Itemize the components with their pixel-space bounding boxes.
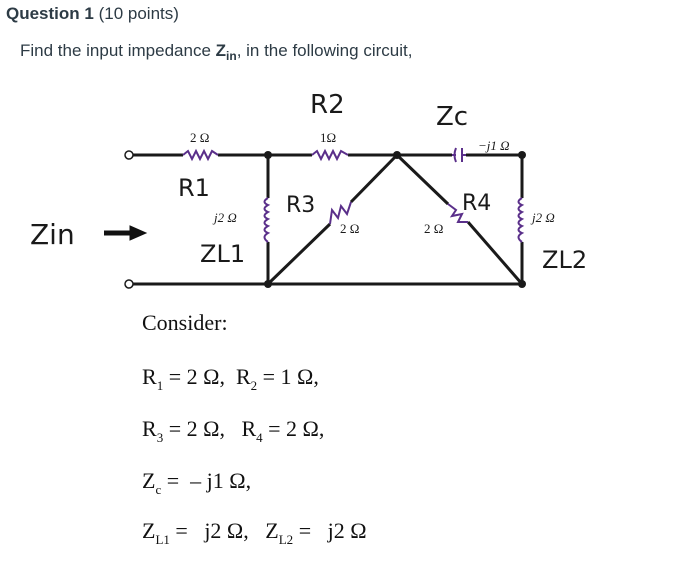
prompt-text-after: , in the following circuit, bbox=[236, 41, 413, 60]
input-arrow bbox=[104, 225, 148, 241]
zl2-inductor bbox=[517, 197, 525, 243]
consider-heading: Consider: bbox=[142, 310, 228, 335]
r1-symbol: R bbox=[142, 364, 157, 389]
r2-resistor bbox=[311, 148, 349, 162]
zl1-symbol: Z bbox=[142, 518, 156, 543]
r2-label: R2 bbox=[310, 90, 345, 120]
r1-resistor bbox=[182, 148, 219, 162]
r4-label: R4 bbox=[462, 191, 491, 216]
zc-label: Zc bbox=[436, 102, 468, 132]
consider-line-3: Zc = – j1 Ω, bbox=[142, 468, 252, 497]
question-header: Question 1 (10 points) bbox=[6, 4, 179, 24]
node-bottom-right bbox=[518, 280, 526, 288]
consider-line-2: R3 = 2 Ω, R4 = 2 Ω, bbox=[142, 416, 325, 445]
r3-symbol: R bbox=[142, 416, 157, 441]
zc-subscript: c bbox=[155, 482, 162, 497]
input-terminal-top bbox=[124, 150, 134, 160]
r4-value: 2 Ω bbox=[424, 221, 443, 236]
prompt-subscript: in bbox=[226, 49, 237, 63]
input-terminal-bottom bbox=[124, 279, 134, 289]
r4-subscript: 4 bbox=[256, 430, 263, 445]
zl2-value: j2 Ω bbox=[530, 210, 555, 225]
r3-label: R3 bbox=[286, 193, 315, 218]
r3-value: 2 Ω bbox=[340, 221, 359, 236]
zc-symbol: Z bbox=[142, 468, 156, 493]
prompt-text-before: Find the input impedance bbox=[20, 41, 216, 60]
zc-value: −j1 Ω bbox=[478, 138, 510, 153]
r2-value: 1Ω bbox=[320, 130, 336, 145]
question-points: (10 points) bbox=[98, 4, 179, 23]
r3-subscript: 3 bbox=[156, 430, 164, 445]
question-number: Question 1 bbox=[6, 4, 94, 23]
r3-resistor bbox=[329, 201, 352, 225]
zl1-inductor bbox=[263, 197, 271, 243]
question-prompt: Find the input impedance Zin, in the fol… bbox=[20, 41, 413, 63]
zl1-equation-value: = j2 Ω, bbox=[169, 518, 266, 543]
node-top-left bbox=[264, 151, 272, 159]
r2-symbol: R bbox=[235, 364, 251, 389]
r3-equation-value: = 2 Ω, bbox=[163, 416, 242, 441]
r1-subscript: 1 bbox=[156, 378, 164, 393]
zl1-value: j2 Ω bbox=[212, 210, 237, 225]
zl2-label: ZL2 bbox=[542, 246, 587, 274]
zin-label: Zin bbox=[30, 218, 75, 251]
zl2-subscript: L2 bbox=[278, 532, 294, 547]
r1-label: R1 bbox=[178, 174, 210, 202]
consider-line-1: R1 = 2 Ω, R2 = 1 Ω, bbox=[142, 364, 319, 393]
zc-capacitor bbox=[452, 147, 466, 163]
zl1-subscript: L1 bbox=[155, 532, 170, 547]
circuit-diagram: Zin R1 2 Ω R2 1Ω Zc −j1 Ω R3 2 Ω R4 2 Ω … bbox=[30, 90, 587, 289]
zl2-symbol: Z bbox=[265, 518, 279, 543]
zl2-equation-value: = j2 Ω bbox=[293, 518, 367, 543]
circuit-wires bbox=[133, 153, 524, 286]
zc-equation-value: = – j1 Ω, bbox=[161, 468, 252, 493]
r4-symbol: R bbox=[241, 416, 257, 441]
node-bottom-left bbox=[264, 280, 272, 288]
node-top-right bbox=[518, 151, 526, 159]
r1-value: 2 Ω bbox=[190, 130, 209, 145]
node-top-middle bbox=[393, 151, 401, 159]
zl1-label: ZL1 bbox=[200, 240, 245, 268]
r2-subscript: 2 bbox=[250, 378, 258, 393]
prompt-symbol: Z bbox=[215, 41, 227, 60]
r1-equation-value: = 2 Ω, bbox=[163, 364, 236, 389]
r4-equation-value: = 2 Ω, bbox=[262, 416, 325, 441]
consider-line-4: ZL1 = j2 Ω, ZL2 = j2 Ω bbox=[142, 518, 367, 547]
r2-equation-value: = 1 Ω, bbox=[257, 364, 319, 389]
r4-resistor bbox=[447, 203, 468, 223]
